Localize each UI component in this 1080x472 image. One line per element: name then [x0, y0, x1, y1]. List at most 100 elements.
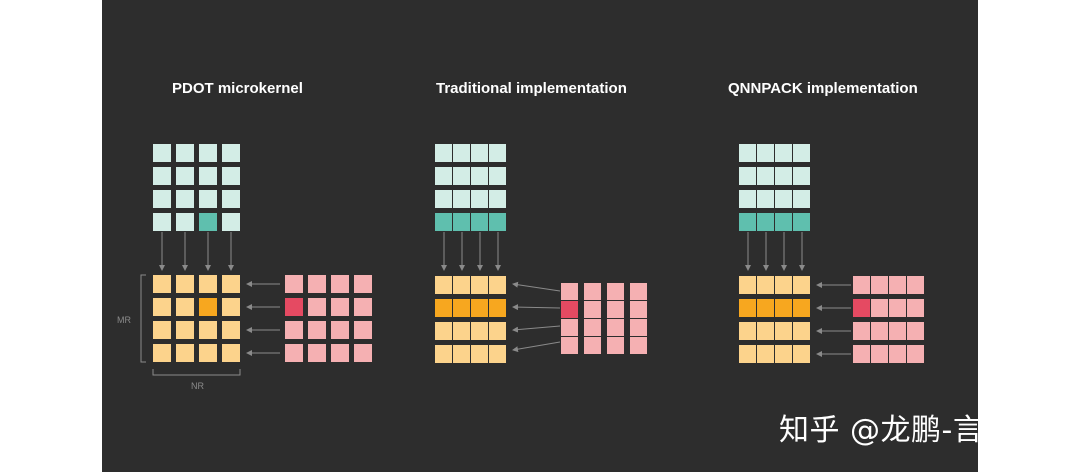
qnn-pink-cell-r1-c2 — [889, 299, 906, 317]
pdot-teal-cell-r0-c1 — [176, 144, 194, 162]
pdot-orange-cell-r0-c1 — [176, 275, 194, 293]
qnn-orange-cell-r2-c0 — [739, 322, 756, 340]
trad-orange-cell-r3-c0 — [435, 345, 452, 363]
trad-pink-cell-r3-c1 — [584, 337, 601, 354]
pdot-teal-cell-r2-c1 — [176, 190, 194, 208]
mr-brace — [140, 274, 146, 363]
trad-pink-cell-r3-c0 — [561, 337, 578, 354]
qnn-orange-cell-r1-c2 — [775, 299, 792, 317]
pdot-teal-cell-r0-c2 — [199, 144, 217, 162]
trad-pink-cell-r2-c1 — [584, 319, 601, 336]
trad-orange-cell-r3-c1 — [453, 345, 470, 363]
qnn-orange-cell-r0-c2 — [775, 276, 792, 294]
trad-teal-cell-r0-c2 — [471, 144, 488, 162]
pdot-pink-cell-r3-c2 — [331, 344, 349, 362]
qnn-pink-cell-r2-c2 — [889, 322, 906, 340]
pdot-orange-cell-r1-c0 — [153, 298, 171, 316]
pdot-orange-cell-r1-c1 — [176, 298, 194, 316]
pdot-pink-cell-r1-c2 — [331, 298, 349, 316]
title-qnnpack-implementation: QNNPACK implementation — [728, 80, 918, 97]
qnn-orange-cell-r2-c2 — [775, 322, 792, 340]
pdot-orange-cell-r0-c3 — [222, 275, 240, 293]
qnn-orange-cell-r2-c1 — [757, 322, 774, 340]
qnn-teal-cell-r1-c2 — [775, 167, 792, 185]
dark-panel — [102, 0, 978, 472]
trad-teal-cell-r1-c1 — [453, 167, 470, 185]
trad-pink-cell-r3-c2 — [607, 337, 624, 354]
trad-pink-cell-r0-c1 — [584, 283, 601, 300]
qnn-pink-cell-r1-c0 — [853, 299, 870, 317]
nr-brace — [152, 369, 241, 376]
qnn-teal-cell-r3-c2 — [775, 213, 792, 231]
trad-teal-cell-r3-c2 — [471, 213, 488, 231]
trad-pink-cell-r1-c1 — [584, 301, 601, 318]
trad-orange-cell-r0-c1 — [453, 276, 470, 294]
trad-pink-cell-r1-c3 — [630, 301, 647, 318]
pdot-orange-cell-r1-c2 — [199, 298, 217, 316]
trad-teal-cell-r3-c3 — [489, 213, 506, 231]
qnn-orange-cell-r1-c3 — [793, 299, 810, 317]
pdot-orange-cell-r0-c2 — [199, 275, 217, 293]
qnn-orange-cell-r0-c0 — [739, 276, 756, 294]
pdot-pink-cell-r0-c0 — [285, 275, 303, 293]
qnn-teal-cell-r3-c3 — [793, 213, 810, 231]
trad-pink-cell-r0-c3 — [630, 283, 647, 300]
pdot-orange-cell-r3-c3 — [222, 344, 240, 362]
pdot-pink-cell-r2-c1 — [308, 321, 326, 339]
trad-left-arrow-0 — [512, 281, 561, 292]
qnn-orange-cell-r3-c1 — [757, 345, 774, 363]
qnn-teal-cell-r1-c3 — [793, 167, 810, 185]
pdot-orange-cell-r3-c0 — [153, 344, 171, 362]
pdot-orange-cell-r3-c2 — [199, 344, 217, 362]
mr-label: MR — [117, 315, 131, 325]
pdot-orange-cell-r2-c1 — [176, 321, 194, 339]
trad-pink-cell-r0-c0 — [561, 283, 578, 300]
trad-orange-cell-r0-c0 — [435, 276, 452, 294]
qnn-teal-cell-r0-c2 — [775, 144, 792, 162]
trad-pink-cell-r1-c2 — [607, 301, 624, 318]
qnn-teal-cell-r3-c1 — [757, 213, 774, 231]
watermark: 知乎 @龙鹏-言有三 — [779, 413, 1045, 448]
qnn-pink-cell-r1-c1 — [871, 299, 888, 317]
pdot-orange-cell-r1-c3 — [222, 298, 240, 316]
trad-teal-cell-r3-c0 — [435, 213, 452, 231]
pdot-teal-cell-r3-c3 — [222, 213, 240, 231]
title-pdot-microkernel: PDOT microkernel — [172, 80, 303, 97]
qnn-orange-cell-r3-c2 — [775, 345, 792, 363]
pdot-pink-cell-r3-c3 — [354, 344, 372, 362]
pdot-teal-cell-r2-c0 — [153, 190, 171, 208]
pdot-pink-cell-r2-c0 — [285, 321, 303, 339]
trad-orange-cell-r3-c2 — [471, 345, 488, 363]
trad-teal-cell-r0-c3 — [489, 144, 506, 162]
pdot-teal-cell-r1-c1 — [176, 167, 194, 185]
qnn-orange-cell-r3-c3 — [793, 345, 810, 363]
pdot-pink-cell-r3-c1 — [308, 344, 326, 362]
trad-teal-cell-r2-c3 — [489, 190, 506, 208]
trad-left-arrow-3 — [512, 341, 561, 353]
pdot-teal-cell-r3-c0 — [153, 213, 171, 231]
trad-pink-cell-r2-c0 — [561, 319, 578, 336]
trad-pink-cell-r3-c3 — [630, 337, 647, 354]
pdot-pink-cell-r2-c3 — [354, 321, 372, 339]
pdot-teal-cell-r1-c0 — [153, 167, 171, 185]
pdot-pink-cell-r1-c0 — [285, 298, 303, 316]
qnn-orange-cell-r3-c0 — [739, 345, 756, 363]
qnn-teal-cell-r3-c0 — [739, 213, 756, 231]
title-traditional-implementation: Traditional implementation — [436, 80, 627, 97]
trad-orange-cell-r1-c1 — [453, 299, 470, 317]
trad-orange-cell-r3-c3 — [489, 345, 506, 363]
qnn-pink-cell-r3-c2 — [889, 345, 906, 363]
trad-teal-cell-r0-c1 — [453, 144, 470, 162]
qnn-teal-cell-r0-c0 — [739, 144, 756, 162]
trad-orange-cell-r1-c2 — [471, 299, 488, 317]
trad-orange-cell-r2-c2 — [471, 322, 488, 340]
trad-left-arrow-2 — [512, 325, 561, 333]
trad-teal-cell-r2-c0 — [435, 190, 452, 208]
pdot-teal-cell-r3-c1 — [176, 213, 194, 231]
pdot-orange-cell-r2-c2 — [199, 321, 217, 339]
trad-pink-cell-r0-c2 — [607, 283, 624, 300]
trad-teal-cell-r0-c0 — [435, 144, 452, 162]
qnn-teal-cell-r1-c1 — [757, 167, 774, 185]
